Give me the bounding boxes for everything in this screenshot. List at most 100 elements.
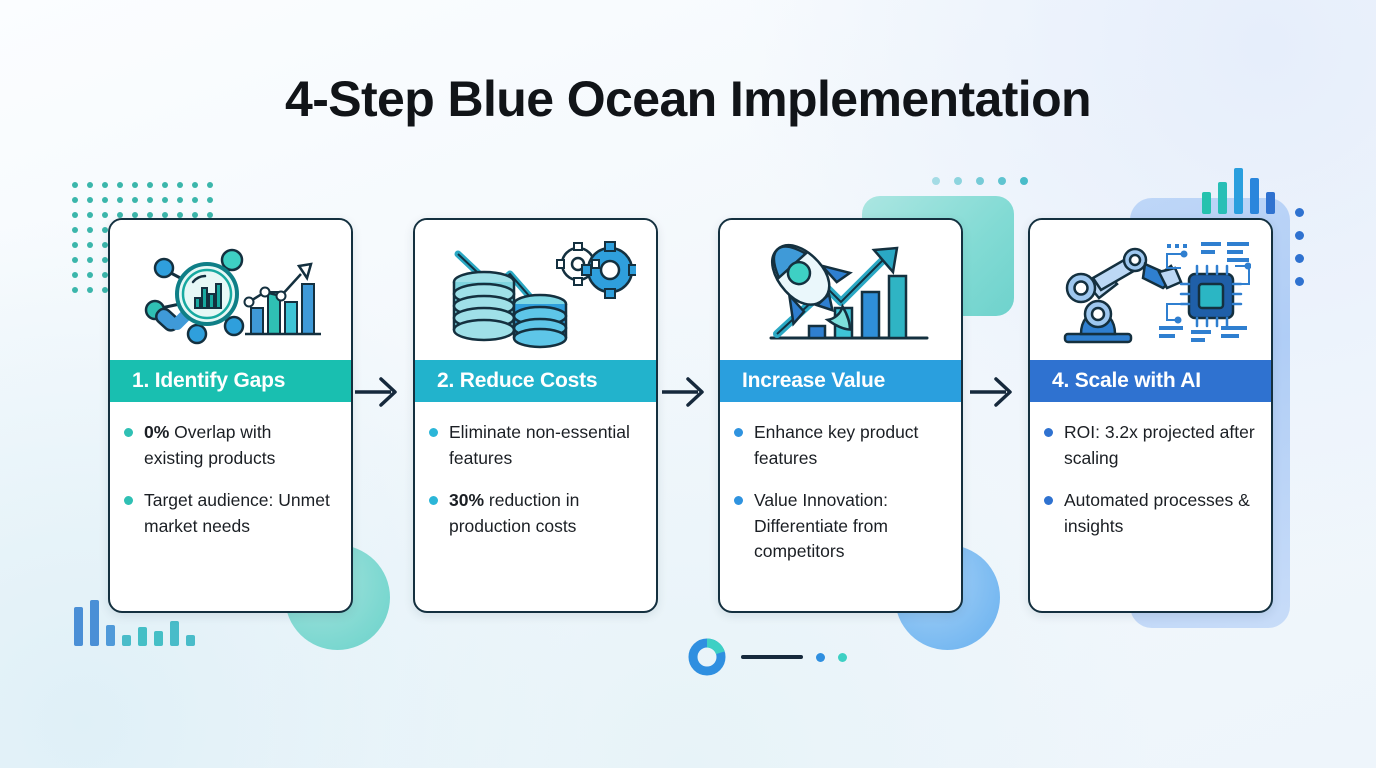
grid-dot bbox=[117, 182, 123, 188]
bullet-text: 0% Overlap with existing products bbox=[144, 422, 276, 468]
step-4-header: 4. Scale with AI bbox=[1030, 360, 1271, 402]
step-3-header-label: Increase Value bbox=[742, 369, 886, 392]
step-4-icon-area bbox=[1030, 220, 1271, 360]
grid-dot bbox=[87, 212, 93, 218]
grid-dot bbox=[87, 227, 93, 233]
step-card-2[interactable]: 2. Reduce Costs Eliminate non-essential … bbox=[413, 218, 658, 613]
row-dot bbox=[976, 177, 984, 185]
grid-dot bbox=[147, 182, 153, 188]
bullet-dot bbox=[734, 428, 743, 437]
list-item: Automated processes & insights bbox=[1044, 488, 1255, 539]
grid-dot bbox=[72, 182, 78, 188]
column-dot bbox=[1295, 254, 1304, 263]
list-item: 30% reduction in production costs bbox=[429, 488, 640, 539]
grid-dot bbox=[102, 212, 108, 218]
mini-bar bbox=[186, 635, 195, 646]
grid-dot bbox=[87, 287, 93, 293]
dot-column-decoration-right bbox=[1295, 208, 1304, 286]
bullet-text: Automated processes & insights bbox=[1064, 490, 1250, 536]
step-4-header-label: 4. Scale with AI bbox=[1052, 369, 1201, 392]
row-dot bbox=[954, 177, 962, 185]
row-dot bbox=[1020, 177, 1028, 185]
coin-stack-declining-arrow-gears-icon bbox=[452, 241, 636, 349]
grid-dot bbox=[72, 242, 78, 248]
bullet-dot bbox=[429, 428, 438, 437]
grid-dot bbox=[102, 182, 108, 188]
step-card-4[interactable]: 4. Scale with AI ROI: 3.2x projected aft… bbox=[1028, 218, 1273, 613]
mini-bar bbox=[154, 630, 163, 646]
bottom-decoration-group bbox=[686, 636, 847, 678]
page-title: 4-Step Blue Ocean Implementation bbox=[285, 71, 1092, 127]
bullet-text: Value Innovation: Differentiate from com… bbox=[754, 490, 888, 562]
rocket-growth-chart-icon bbox=[769, 244, 928, 340]
grid-dot bbox=[72, 212, 78, 218]
bullet-text: 30% reduction in production costs bbox=[449, 490, 580, 536]
row-dot bbox=[998, 177, 1006, 185]
grid-dot bbox=[177, 182, 183, 188]
bullet-text: ROI: 3.2x projected after scaling bbox=[1064, 422, 1255, 468]
bullet-dot bbox=[124, 496, 133, 506]
bullet-dot bbox=[734, 496, 743, 506]
magnifier-bar-chart-network-icon bbox=[144, 248, 321, 345]
grid-dot bbox=[87, 197, 93, 203]
step-card-1[interactable]: 1. Identify Gaps 0% Overlap with existin… bbox=[108, 218, 353, 613]
bullet-dot bbox=[429, 496, 438, 506]
bullet-text: Eliminate non-essential features bbox=[449, 422, 630, 468]
bullet-text: Target audience: Unmet market needs bbox=[144, 490, 330, 536]
grid-dot bbox=[87, 242, 93, 248]
arrow-step-1-to-2 bbox=[355, 372, 403, 412]
grid-dot bbox=[72, 227, 78, 233]
column-dot bbox=[1295, 231, 1304, 240]
grid-dot bbox=[147, 197, 153, 203]
mini-bar bbox=[138, 626, 147, 646]
step-3-icon-area bbox=[720, 220, 961, 360]
step-card-3[interactable]: Increase Value Enhance key product featu… bbox=[718, 218, 963, 613]
list-item: Eliminate non-essential features bbox=[429, 420, 640, 471]
robot-arm-ai-chip-icon bbox=[1063, 242, 1251, 344]
bullet-strong: 0% bbox=[144, 422, 170, 442]
grid-dot bbox=[132, 197, 138, 203]
mini-bar bbox=[1266, 192, 1275, 214]
arrow-step-2-to-3 bbox=[662, 372, 710, 412]
bullet-dot bbox=[124, 428, 133, 437]
grid-dot bbox=[72, 257, 78, 263]
grid-dot bbox=[72, 287, 78, 293]
step-4-body: ROI: 3.2x projected after scaling Automa… bbox=[1030, 402, 1271, 611]
grid-dot bbox=[162, 197, 168, 203]
bottom-dot-1 bbox=[816, 652, 825, 662]
grid-dot bbox=[207, 182, 213, 188]
step-1-header-label: 1. Identify Gaps bbox=[132, 369, 286, 392]
column-dot bbox=[1295, 277, 1304, 286]
list-item: ROI: 3.2x projected after scaling bbox=[1044, 420, 1255, 471]
list-item: Target audience: Unmet market needs bbox=[124, 488, 335, 539]
grid-dot bbox=[72, 197, 78, 203]
list-item: Enhance key product features bbox=[734, 420, 945, 471]
mini-bar bbox=[90, 600, 99, 646]
step-2-header-label: 2. Reduce Costs bbox=[437, 369, 598, 392]
grid-dot bbox=[102, 197, 108, 203]
arrow-step-3-to-4 bbox=[970, 372, 1018, 412]
grid-dot bbox=[162, 182, 168, 188]
bottom-line-decoration bbox=[741, 655, 803, 659]
grid-dot bbox=[117, 197, 123, 203]
mini-bar bbox=[1250, 178, 1259, 214]
bullet-dot bbox=[1044, 496, 1053, 506]
arrow-right-icon bbox=[355, 377, 397, 407]
mini-bar bbox=[1234, 168, 1243, 214]
grid-dot bbox=[192, 197, 198, 203]
mini-bar bbox=[1202, 192, 1211, 214]
row-dot bbox=[932, 177, 940, 185]
bullet-dot bbox=[1044, 428, 1053, 437]
grid-dot bbox=[72, 272, 78, 278]
step-3-body: Enhance key product features Value Innov… bbox=[720, 402, 961, 611]
grid-dot bbox=[207, 197, 213, 203]
mini-bar bbox=[122, 635, 131, 646]
mini-bar bbox=[1218, 182, 1227, 214]
grid-dot bbox=[87, 182, 93, 188]
arrow-right-icon bbox=[662, 377, 704, 407]
step-2-icon-area bbox=[415, 220, 656, 360]
grid-dot bbox=[132, 182, 138, 188]
step-2-header: 2. Reduce Costs bbox=[415, 360, 656, 402]
step-2-body: Eliminate non-essential features 30% red… bbox=[415, 402, 656, 611]
